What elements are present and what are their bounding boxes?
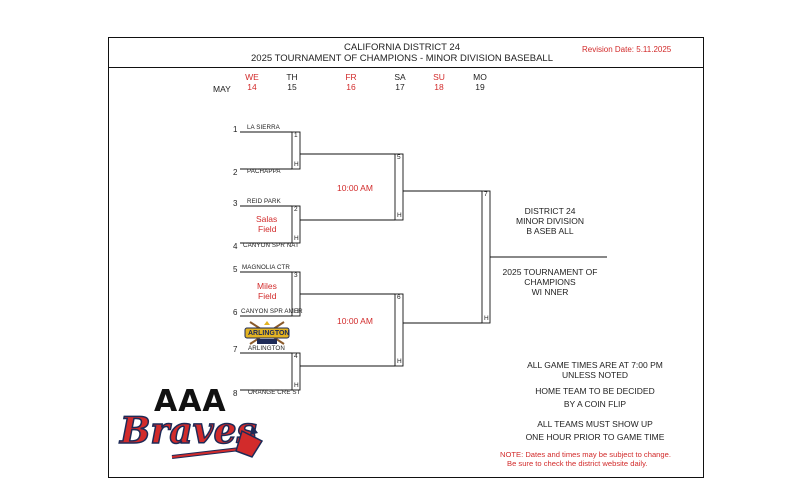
- game-number-1: 1: [294, 132, 298, 139]
- game-box-2: [291, 205, 301, 244]
- game-5-time: 10:00 AM: [337, 183, 373, 193]
- game-number-4: 4: [294, 353, 298, 360]
- champion-label-6: WI NNER: [531, 287, 569, 297]
- arlington-logo-text: ARLINGTON: [248, 329, 290, 337]
- day-date-3: 17: [395, 82, 405, 92]
- title-line-2: 2025 TOURNAMENT OF CHAMPIONS - MINOR DIV…: [251, 53, 553, 64]
- home-mark-1: H: [294, 161, 299, 168]
- bracket-sheet: [108, 37, 704, 478]
- home-mark-2: H: [294, 235, 299, 242]
- seed-8: 8: [233, 389, 238, 398]
- champion-label-4: 2025 TOURNAMENT OF: [502, 267, 598, 277]
- team-8: ORANGE CRE ST: [248, 389, 301, 396]
- game-number-6: 6: [397, 294, 401, 301]
- venue-miles-1: Miles: [257, 281, 277, 291]
- venue-salas-2: Field: [258, 224, 277, 234]
- note-times-1: ALL GAME TIMES ARE AT 7:00 PM: [527, 360, 663, 370]
- braves-logo: AAA Braves: [112, 385, 272, 470]
- note-show-2: ONE HOUR PRIOR TO GAME TIME: [525, 432, 665, 442]
- note-show-1: ALL TEAMS MUST SHOW UP: [537, 419, 653, 429]
- seed-7: 7: [233, 345, 238, 354]
- team-5: MAGNOLIA CTR: [242, 264, 290, 271]
- game-number-5: 5: [397, 154, 401, 161]
- note-times-2: UNLESS NOTED: [561, 370, 629, 380]
- game-number-3: 3: [294, 272, 298, 279]
- braves-logo-script: Braves: [119, 410, 257, 452]
- team-6: CANYON SPR AMER: [241, 308, 303, 315]
- team-2: PACHAPPA: [247, 168, 281, 175]
- champion-label-1: DISTRICT 24: [524, 206, 576, 216]
- game-box-4: [291, 352, 301, 391]
- game-box-6: [394, 293, 404, 367]
- day-date-0: 14: [247, 82, 257, 92]
- team-4: CANYON SPR NAT: [243, 242, 299, 249]
- arlington-logo-icon: [244, 321, 290, 345]
- disclaimer-1: NOTE: Dates and times may be subject to …: [500, 450, 671, 459]
- seed-4: 4: [233, 242, 238, 251]
- game-number-2: 2: [294, 206, 298, 213]
- team-3: REID PARK: [247, 198, 281, 205]
- champion-label-3: B ASEB ALL: [526, 226, 574, 236]
- day-date-5: 19: [475, 82, 485, 92]
- seed-5: 5: [233, 265, 238, 274]
- champion-label-2: MINOR DIVISION: [515, 216, 584, 226]
- game-box-5: [394, 153, 404, 221]
- champion-label-5: CHAMPIONS: [524, 277, 576, 287]
- team-7: ARLINGTON: [248, 345, 285, 352]
- venue-miles-2: Field: [258, 291, 277, 301]
- day-dow-3: SA: [394, 72, 406, 82]
- game-box-7: [481, 190, 491, 324]
- day-dow-0: WE: [245, 72, 259, 82]
- seed-6: 6: [233, 308, 238, 317]
- venue-salas-1: Salas: [256, 214, 278, 224]
- seed-2: 2: [233, 168, 238, 177]
- header-divider: [108, 67, 704, 68]
- seed-1: 1: [233, 125, 238, 134]
- home-mark-6: H: [397, 358, 402, 365]
- disclaimer-2: Be sure to check the district website da…: [507, 459, 648, 468]
- day-date-4: 18: [434, 82, 444, 92]
- arlington-logo: ARLINGTON: [242, 320, 292, 346]
- day-dow-5: MO: [473, 72, 487, 82]
- note-home-1: HOME TEAM TO BE DECIDED: [535, 386, 655, 396]
- braves-logo-aaa: AAA: [154, 384, 227, 419]
- month-label: MAY: [213, 84, 231, 94]
- day-dow-4: SU: [433, 72, 445, 82]
- game-box-1: [291, 131, 301, 170]
- title-line-1: CALIFORNIA DISTRICT 24: [344, 42, 460, 53]
- team-1: LA SIERRA: [247, 124, 280, 131]
- home-mark-5: H: [397, 212, 402, 219]
- day-dow-1: TH: [286, 72, 298, 82]
- game-6-time: 10:00 AM: [337, 316, 373, 326]
- tomahawk-icon: [171, 425, 264, 459]
- game-number-7: 7: [484, 191, 488, 198]
- home-mark-3: H: [294, 308, 299, 315]
- home-mark-7: H: [484, 315, 489, 322]
- seed-3: 3: [233, 199, 238, 208]
- day-dow-2: FR: [345, 72, 357, 82]
- home-mark-4: H: [294, 382, 299, 389]
- note-home-2: BY A COIN FLIP: [563, 399, 627, 409]
- revision-date: Revision Date: 5.11.2025: [582, 45, 672, 54]
- day-date-2: 16: [346, 82, 356, 92]
- day-date-1: 15: [287, 82, 297, 92]
